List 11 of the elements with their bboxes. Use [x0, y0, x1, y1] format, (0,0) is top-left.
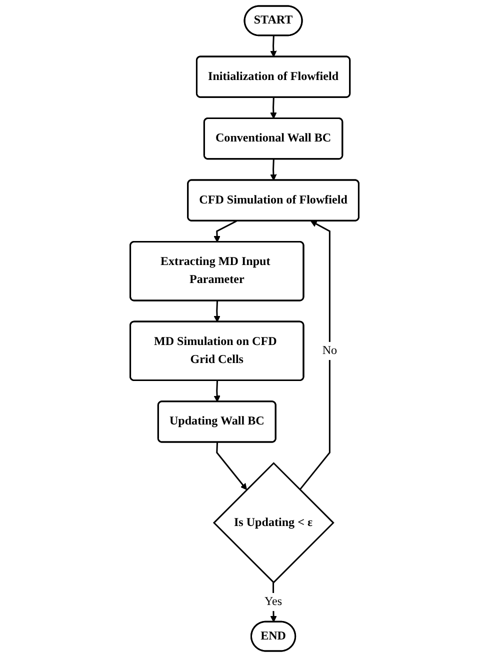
- edge-label: Yes: [264, 595, 282, 608]
- arrow: [214, 220, 237, 242]
- node-diamond: Is Updating < ε: [212, 462, 334, 584]
- arrow: [214, 300, 220, 322]
- arrow: [299, 220, 330, 490]
- arrow: [270, 159, 277, 181]
- arrow: [270, 98, 277, 119]
- arrow: [214, 380, 220, 402]
- arrow: [216, 442, 247, 490]
- arrow: [270, 36, 277, 58]
- edge-label: No: [322, 344, 338, 357]
